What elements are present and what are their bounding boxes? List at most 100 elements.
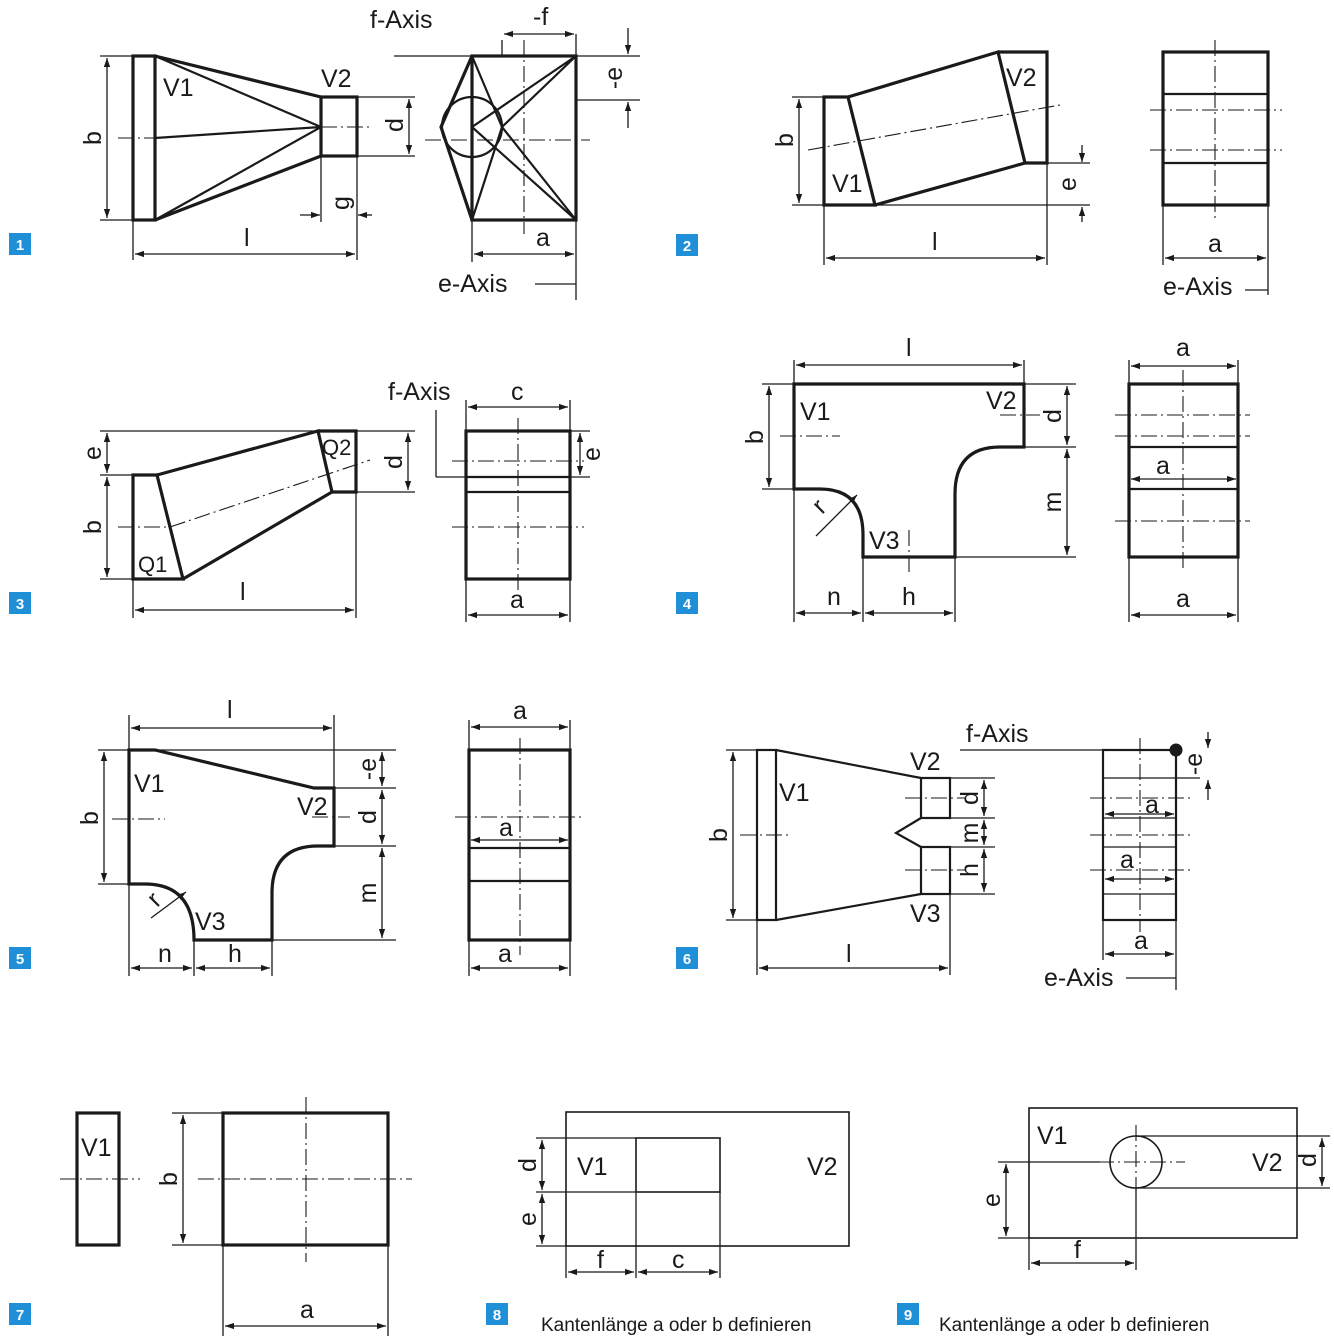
figure-9-badge: 9 [897, 1303, 919, 1325]
figure-4-dimensions [762, 360, 1076, 622]
fig2-l-label: l [932, 228, 938, 256]
fig5-a-top-label: a [513, 697, 527, 725]
figure-3-side-view [118, 429, 371, 581]
fig8-e-label: e [514, 1212, 542, 1226]
figure-4-labels: l V1 V2 V3 b d m r n h a a a [741, 334, 1190, 613]
figure-7: V1 b a 7 [9, 1097, 412, 1336]
figure-5-side-view [112, 748, 350, 942]
fig8-note: Kantenlänge a oder b definieren [541, 1315, 811, 1336]
fig3-a-label: a [510, 586, 524, 614]
figure-7-badge: 7 [9, 1303, 31, 1325]
fig6-v2-label: V2 [910, 748, 941, 776]
figure-3-front-view [435, 400, 590, 622]
fig1-g-label: g [327, 196, 355, 210]
figure-5-labels: l V1 V2 V3 b -e d m r n h a a a [76, 696, 527, 968]
fig6-a2-label: a [1120, 846, 1134, 874]
fig1-l-label: l [244, 224, 250, 252]
fig5-n-label: n [158, 940, 172, 968]
fig4-a-bottom-label: a [1176, 585, 1190, 613]
fig4-v2-label: V2 [986, 387, 1017, 415]
figure-6-badge: 6 [676, 947, 698, 969]
fig3-q2-label: Q2 [322, 435, 351, 460]
fig5-minus-e-label: -e [354, 758, 382, 780]
fig1-v2-label: V2 [321, 65, 352, 93]
fig4-a-top-label: a [1176, 334, 1190, 362]
fig4-l-label: l [906, 334, 912, 362]
figure-8-number: 8 [493, 1307, 501, 1324]
fig2-a-label: a [1208, 230, 1222, 258]
fig1-d-label: d [381, 118, 409, 132]
fig1-f-axis-label: f-Axis [370, 6, 433, 34]
fig7-v1-label: V1 [81, 1134, 112, 1162]
figure-6: V1 V2 V3 b d m h l f-Axis -e a a a e-Axi… [676, 720, 1212, 992]
fig9-d-label: d [1294, 1153, 1322, 1167]
fig8-d-label: d [514, 1158, 542, 1172]
figure-8: V1 V2 d e f c 8 Kantenlänge a oder b def… [486, 1111, 850, 1336]
figure-1-side-view [118, 54, 372, 222]
fig5-h-label: h [228, 940, 242, 968]
fig5-d-label: d [354, 810, 382, 824]
figure-6-front-view [1090, 732, 1212, 990]
fig5-v3-label: V3 [195, 908, 226, 936]
fig5-a-bottom-label: a [498, 940, 512, 968]
fig6-a3-label: a [1134, 927, 1148, 955]
fig6-d-label: d [956, 791, 984, 805]
fig4-d-label: d [1039, 409, 1067, 423]
figure-3: Q1 Q2 e b d l f-Axis c e a 3 [9, 378, 606, 622]
fig7-a-label: a [300, 1296, 314, 1324]
fig3-c-label: c [511, 378, 524, 406]
fig3-e-right-label: e [578, 447, 606, 461]
figure-5-front-view [455, 720, 584, 976]
fig6-b-label: b [705, 828, 733, 842]
fig8-c-label: c [672, 1246, 685, 1274]
fig8-v2-label: V2 [807, 1153, 838, 1181]
fig2-v2-label: V2 [1006, 64, 1037, 92]
fig1-e-axis-label: e-Axis [438, 270, 507, 298]
figure-3-labels: Q1 Q2 e b d l f-Axis c e a [79, 378, 606, 614]
figure-5-dimensions [98, 715, 396, 976]
figure-1: V1 V2 b d g l f-Axis -f -e a e-Axis 1 [9, 3, 640, 300]
fig4-a-mid-label: a [1156, 452, 1170, 480]
fig5-v2-label: V2 [297, 793, 328, 821]
fig6-v1-label: V1 [779, 779, 810, 807]
figure-9: V1 V2 d e f 9 Kantenlänge a oder b defin… [897, 1107, 1330, 1336]
fig6-a1-label: a [1145, 791, 1159, 819]
figure-1-badge: 1 [9, 233, 31, 255]
fig3-q1-label: Q1 [138, 552, 167, 577]
figure-2-front-view [1150, 40, 1282, 295]
figure-3-badge: 3 [9, 592, 31, 614]
fig3-d-label: d [380, 455, 408, 469]
fig9-note: Kantenlänge a oder b definieren [939, 1315, 1209, 1336]
figure-2: V1 V2 b e l a e-Axis 2 [676, 40, 1282, 301]
fig4-v1-label: V1 [800, 398, 831, 426]
fig1-minus-e-label: -e [600, 67, 628, 89]
fig6-f-axis-label: f-Axis [966, 720, 1029, 748]
figure-1-dimensions [100, 55, 415, 260]
fig3-e-left-label: e [79, 446, 107, 460]
fig7-b-label: b [155, 1172, 183, 1186]
figure-2-number: 2 [683, 238, 691, 255]
figure-4-side-view [780, 382, 1040, 572]
figure-1-labels: V1 V2 b d g l f-Axis -f -e a e-Axis [79, 3, 628, 298]
figure-2-dimensions [792, 96, 1090, 265]
figure-6-side-view [740, 748, 965, 922]
fig4-b-label: b [741, 430, 769, 444]
fig4-n-label: n [827, 583, 841, 611]
figure-9-number: 9 [904, 1307, 912, 1324]
fig4-r-label: r [806, 493, 832, 519]
figure-4-front-view [1115, 360, 1250, 622]
figure-6-number: 6 [683, 951, 691, 968]
fig2-e-axis-label: e-Axis [1163, 273, 1232, 301]
fig9-v2-label: V2 [1252, 1149, 1283, 1177]
fig5-b-label: b [76, 811, 104, 825]
fig9-v1-label: V1 [1037, 1122, 1068, 1150]
figure-2-labels: V1 V2 b e l a e-Axis [771, 64, 1232, 301]
fig5-m-label: m [354, 883, 382, 904]
fig1-a-label: a [536, 224, 550, 252]
figure-8-badge: 8 [486, 1303, 508, 1325]
fig8-v1-label: V1 [577, 1153, 608, 1181]
fig6-m-label: m [956, 823, 984, 844]
figure-3-dimensions [100, 430, 415, 618]
fig3-f-axis-label: f-Axis [388, 378, 451, 406]
fig1-minus-f-label: -f [533, 3, 548, 31]
